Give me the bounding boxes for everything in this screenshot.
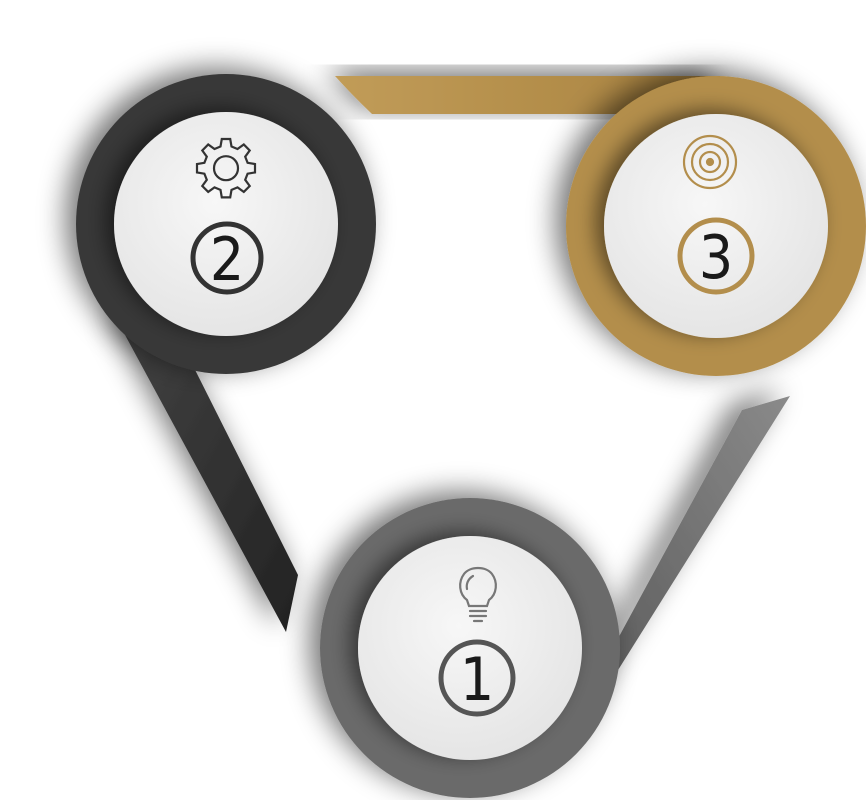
step-1-number-ring (438, 639, 516, 717)
step-3-disc (604, 114, 828, 338)
step-3-number: 3 (699, 223, 733, 293)
step-2-number: 2 (210, 225, 244, 295)
step-3-number-ring (677, 217, 755, 295)
band-step1-to-step3 (590, 396, 790, 702)
band-step3-to-step2 (335, 76, 720, 114)
step-1-disc (358, 536, 582, 760)
step-1-number: 1 (460, 645, 494, 715)
step-2-number-ring (190, 221, 264, 295)
gear-icon (195, 137, 257, 199)
band-step2-to-step1 (118, 300, 298, 632)
target-icon (682, 134, 738, 190)
lightbulb-icon (459, 566, 497, 623)
step-3-node: 3 (566, 76, 866, 376)
step-1-node: 1 (320, 498, 620, 798)
step-2-node: 2 (76, 74, 376, 374)
